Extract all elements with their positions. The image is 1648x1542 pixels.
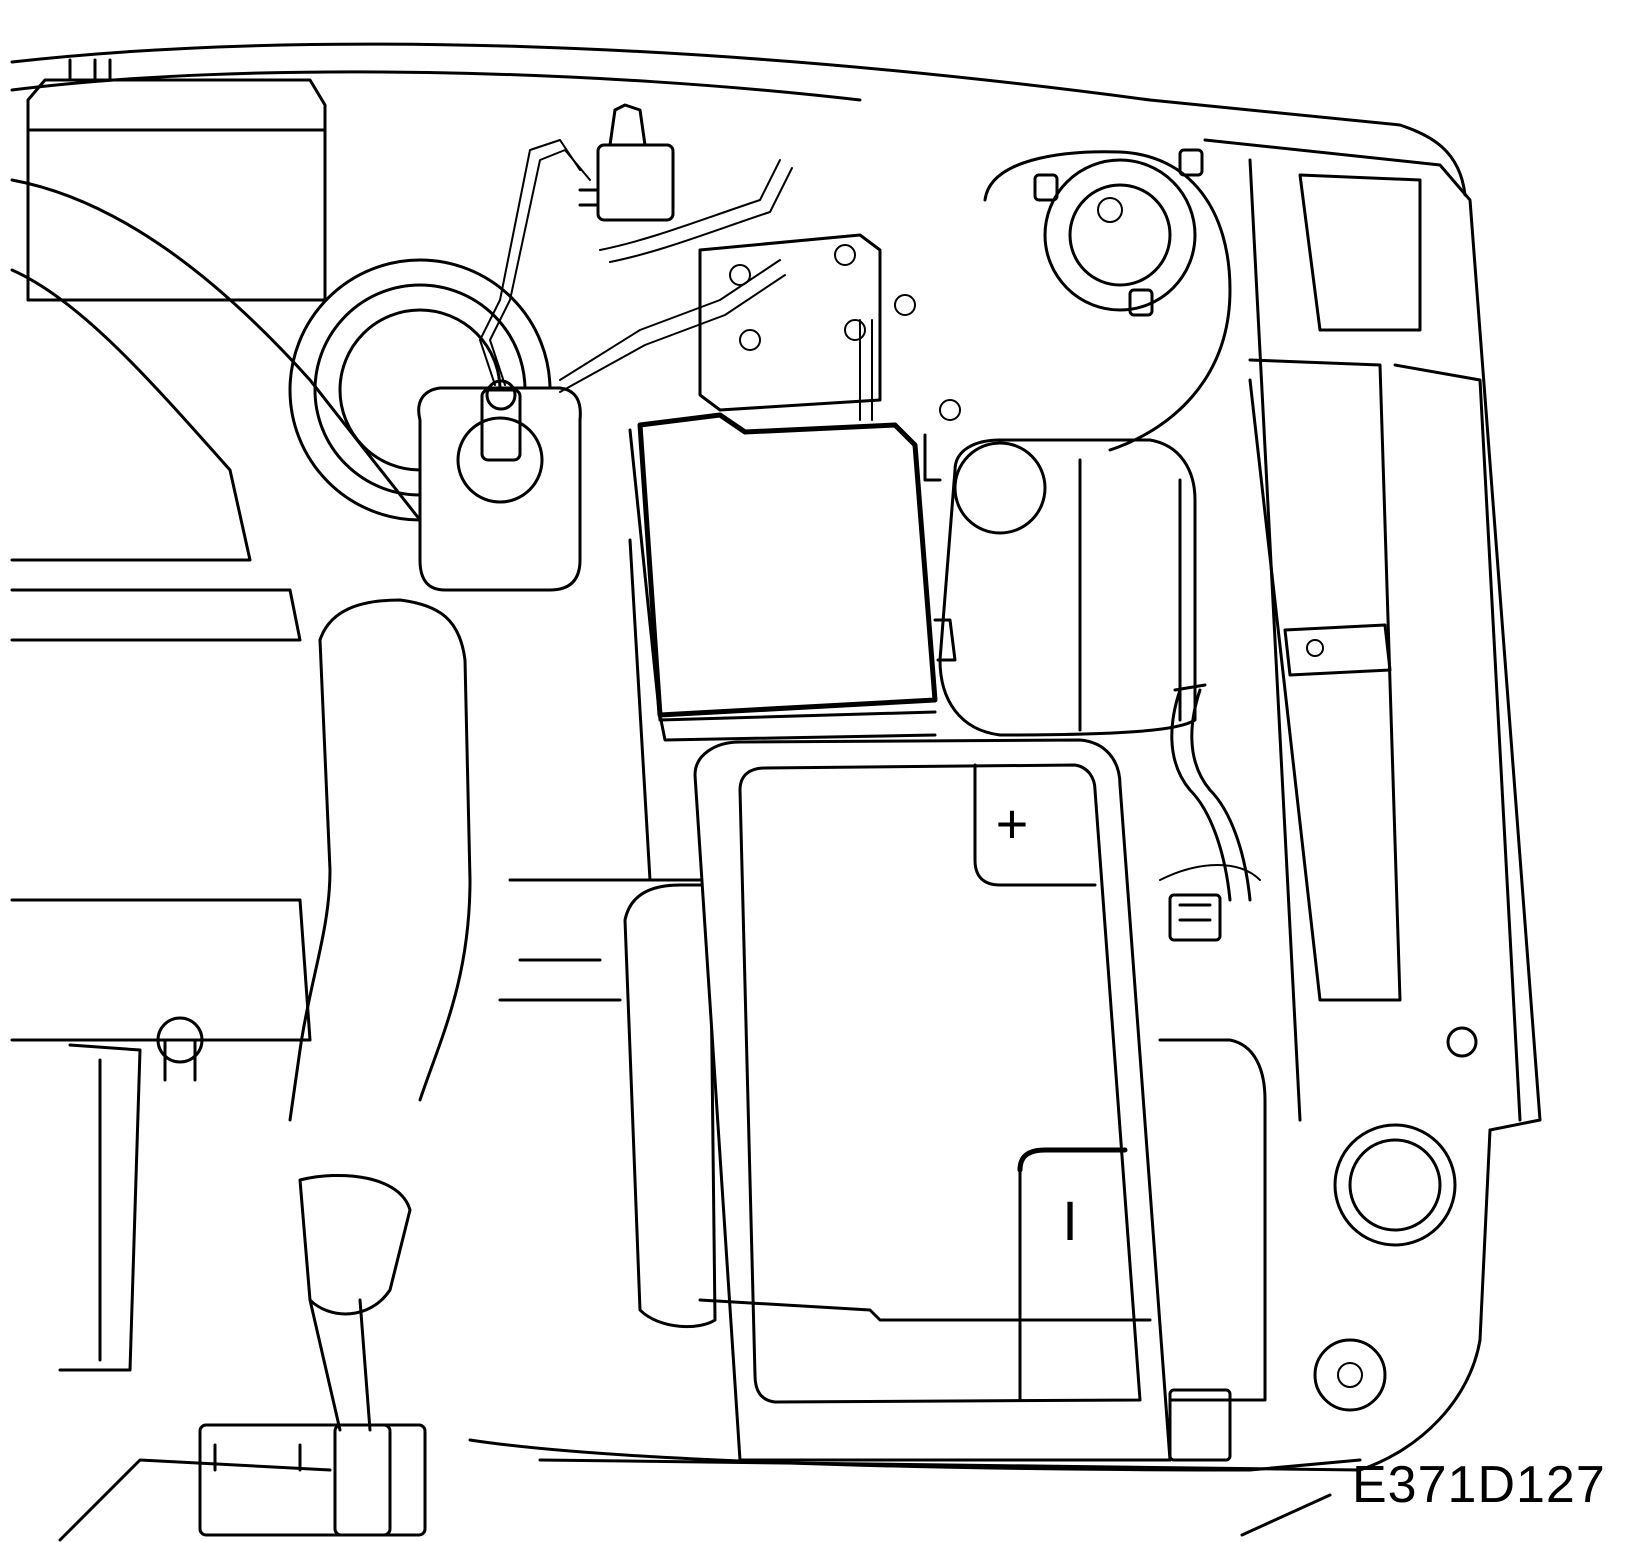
coolant-expansion-tank [938,438,1197,737]
battery-negative-terminal: I [1017,1147,1128,1402]
brake-pipes [479,139,873,421]
abs-modulator [698,233,961,421]
strut-tower [983,148,1232,452]
front-crossmember [468,878,1492,1472]
inner-fender-panel [1203,138,1542,1132]
booster-check-valve [578,103,675,222]
wiring-connector [1159,864,1261,1462]
brake-fluid-reservoir [417,379,582,592]
lower-left-components [10,898,427,1542]
positive-symbol: + [996,792,1029,855]
coolant-hose [1170,683,1252,902]
negative-symbol: I [1062,1189,1078,1252]
radiator-hose [288,598,472,1122]
fuse-box-cover [628,412,957,882]
body-grommets [1313,1026,1478,1412]
leader-line [1240,1493,1332,1537]
intake-duct [10,178,422,642]
battery [693,738,1172,1462]
air-cleaner-box [26,58,327,302]
hood-edge [10,42,1467,197]
battery-positive-terminal: + [973,763,1097,887]
figure-code: E371D127 [1352,1456,1606,1514]
battery-tray [623,883,1267,1402]
